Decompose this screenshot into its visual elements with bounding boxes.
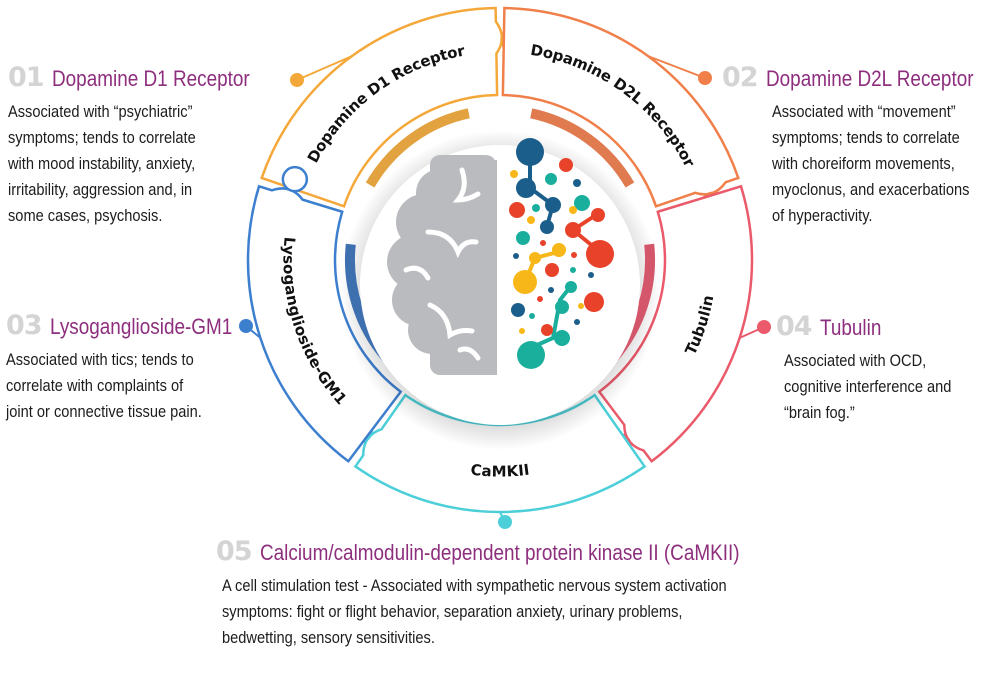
desc-line: Associated with “psychiatric” — [8, 102, 193, 121]
accent-arc-dopamine-d2l — [530, 108, 635, 188]
desc-line: “brain fog.” — [784, 403, 855, 422]
item-title: Tubulin — [819, 315, 881, 340]
desc-line: myoclonus, and exacerbations — [772, 180, 970, 199]
item-number: 01 — [8, 62, 45, 93]
connector-dot-tubulin — [757, 320, 771, 334]
desc-line: correlate with complaints of — [6, 376, 184, 395]
ring-segment-dopamine-d1 — [260, 6, 504, 208]
connectors — [239, 55, 771, 529]
desc-line: cognitive interference and — [784, 377, 952, 396]
ring-segments — [246, 6, 754, 514]
item-title: Dopamine D2L Receptor — [765, 66, 974, 91]
item-description: Associated with tics; tends to correlate… — [6, 347, 226, 425]
desc-line: some cases, psychosis. — [8, 206, 163, 225]
puzzle-knob-lysoganglioside — [281, 165, 309, 193]
item-number: 04 — [776, 311, 813, 342]
desc-line: symptoms; tends to correlate — [8, 128, 196, 147]
item-description: Associated with “psychiatric” symptoms; … — [8, 99, 243, 229]
item-dopamine-d1: 01 Dopamine D1 Receptor Associated with … — [8, 62, 281, 229]
item-dopamine-d2l: 02 Dopamine D2L Receptor Associated with… — [722, 62, 1000, 229]
brain-half-icon — [387, 155, 497, 375]
segment-label-camkii: CaMKII — [470, 461, 531, 481]
item-description: A cell stimulation test - Associated wit… — [222, 573, 734, 651]
desc-line: of hyperactivity. — [772, 206, 873, 225]
connector-dot-lysoganglioside — [239, 319, 253, 333]
desc-line: symptoms: fight or flight behavior, sepa… — [222, 602, 683, 621]
desc-line: Associated with tics; tends to — [6, 350, 194, 369]
desc-line: joint or connective tissue pain. — [6, 402, 202, 421]
item-number: 05 — [216, 536, 253, 567]
item-number: 02 — [722, 62, 759, 93]
desc-line: symptoms; tends to correlate — [772, 128, 960, 147]
brain-molecule-icon — [387, 138, 614, 375]
ring-segment-tubulin — [597, 184, 754, 464]
item-lysoganglioside: 03 Lysoganglioside-GM1 Associated with t… — [6, 310, 262, 425]
desc-line: with choreiform movements, — [772, 154, 955, 173]
item-number: 03 — [6, 310, 43, 341]
desc-line: with mood instability, anxiety, — [8, 154, 196, 173]
ring-segment-dopamine-d2l — [501, 6, 740, 208]
connector-line-dopamine-d2l — [647, 55, 706, 79]
desc-line: irritability, aggression and, in — [8, 180, 193, 199]
accent-arc-dopamine-d1 — [365, 108, 470, 188]
item-title: Lysoganglioside-GM1 — [49, 314, 232, 339]
item-title: Calcium/calmodulin-dependent protein kin… — [259, 540, 740, 565]
item-title: Dopamine D1 Receptor — [51, 66, 250, 91]
connector-dot-dopamine-d1 — [290, 73, 304, 87]
desc-line: Associated with OCD, — [784, 351, 927, 370]
desc-line: Associated with “movement” — [772, 102, 956, 121]
brain-fold-lines — [403, 167, 481, 361]
connector-dot-dopamine-d2l — [698, 71, 712, 85]
item-camkii: 05 Calcium/calmodulin-dependent protein … — [216, 536, 817, 651]
item-tubulin: 04 Tubulin Associated with OCD, cognitiv… — [776, 311, 979, 426]
item-description: Associated with “movement” symptoms; ten… — [772, 99, 974, 229]
desc-line: bedwetting, sensory sensitivities. — [222, 628, 435, 647]
connector-line-dopamine-d1 — [296, 55, 353, 81]
connector-dot-camkii — [498, 515, 512, 529]
desc-line: A cell stimulation test - Associated wit… — [222, 576, 727, 595]
molecule-network-icon — [509, 138, 614, 369]
item-description: Associated with OCD, cognitive interfere… — [784, 348, 951, 426]
